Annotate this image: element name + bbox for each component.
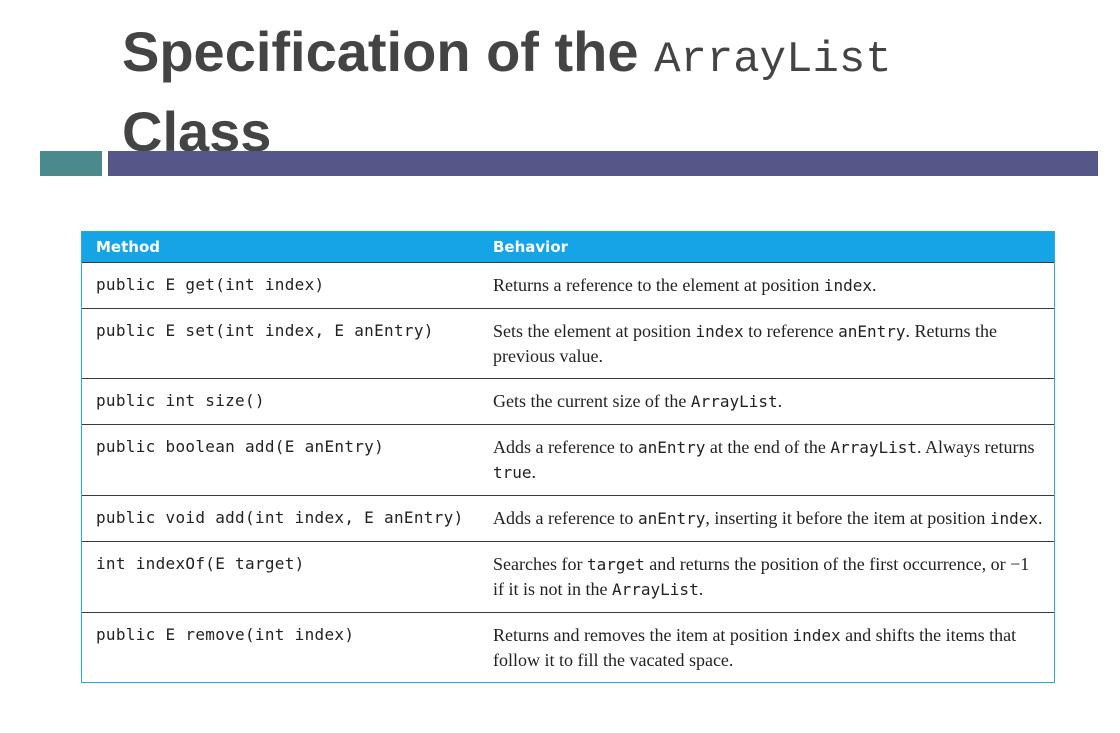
behavior-text: Returns and removes the item at position <box>493 625 793 645</box>
inline-code: anEntry <box>637 438 706 457</box>
method-behavior: Searches for target and returns the posi… <box>479 541 1054 613</box>
table-header-row: Method Behavior <box>82 232 1054 263</box>
method-signature: public void add(int index, E anEntry) <box>82 495 479 542</box>
inline-code: anEntry <box>637 509 706 528</box>
behavior-text: and shifts the items that follow it to f… <box>493 625 1017 670</box>
method-behavior: Gets the current size of the ArrayList. <box>479 378 1054 425</box>
inline-code: target <box>586 555 645 574</box>
method-behavior: Adds a reference to anEntry at the end o… <box>479 424 1054 496</box>
behavior-text: and returns the position of the first oc… <box>493 554 1030 599</box>
behavior-text: to reference <box>743 321 839 341</box>
method-signature: public E remove(int index) <box>82 612 479 682</box>
method-signature: public int size() <box>82 378 479 425</box>
inline-code: anEntry <box>838 322 906 341</box>
behavior-text: Adds a reference to <box>493 437 638 457</box>
inline-code: index <box>989 509 1038 528</box>
behavior-text: Sets the element at position <box>493 321 696 341</box>
table-row: public E remove(int index)Returns and re… <box>82 612 1054 682</box>
behavior-text: Returns a reference to the element at po… <box>493 275 824 295</box>
behavior-text: . <box>872 275 877 295</box>
method-behavior: Returns a reference to the element at po… <box>479 262 1054 309</box>
behavior-text: . <box>1038 508 1043 528</box>
accent-bar-purple <box>108 151 1098 176</box>
inline-code: index <box>792 626 841 645</box>
behavior-text: . <box>698 579 704 599</box>
method-signature: public boolean add(E anEntry) <box>82 424 479 496</box>
inline-code: ArrayList <box>612 580 699 599</box>
behavior-text: at the end of the <box>705 437 831 457</box>
table-row: public void add(int index, E anEntry)Add… <box>82 495 1054 542</box>
method-signature: public E set(int index, E anEntry) <box>82 308 479 379</box>
behavior-text: . Returns the previous value. <box>493 321 998 366</box>
behavior-text: . Always returns <box>917 437 1035 457</box>
behavior-text: Gets the current size of the <box>493 391 691 411</box>
table-row: int indexOf(E target)Searches for target… <box>82 541 1054 613</box>
accent-bar-teal <box>40 151 102 176</box>
inline-code: ArrayList <box>690 392 778 411</box>
header-method: Method <box>82 232 479 263</box>
behavior-text: Adds a reference to <box>493 508 638 528</box>
table-row: public E set(int index, E anEntry)Sets t… <box>82 308 1054 379</box>
method-behavior: Adds a reference to anEntry, inserting i… <box>479 495 1054 542</box>
inline-code: ArrayList <box>830 438 918 457</box>
title-prefix: Specification of the <box>122 20 639 83</box>
method-behavior: Sets the element at position index to re… <box>479 308 1054 379</box>
behavior-text: . <box>777 391 783 411</box>
method-table: Method Behavior public E get(int index) R… <box>81 231 1055 683</box>
method-signature: int indexOf(E target) <box>82 541 479 613</box>
inline-code: index <box>695 322 744 341</box>
behavior-text: Searches for <box>493 554 587 574</box>
method-signature: public E get(int index) <box>82 262 479 309</box>
table-row: public boolean add(E anEntry)Adds a refe… <box>82 424 1054 496</box>
method-behavior: Returns and removes the item at position… <box>479 612 1054 682</box>
header-behavior: Behavior <box>479 232 1054 263</box>
title-code: ArrayList <box>654 35 892 85</box>
inline-code: index <box>823 276 873 295</box>
table-row: public int size()Gets the current size o… <box>82 378 1054 425</box>
table-row: public E get(int index) Returns a referen… <box>82 262 1054 309</box>
behavior-text: . <box>531 462 537 482</box>
behavior-text: , inserting it before the item at positi… <box>705 508 990 528</box>
inline-code: true <box>493 463 532 482</box>
